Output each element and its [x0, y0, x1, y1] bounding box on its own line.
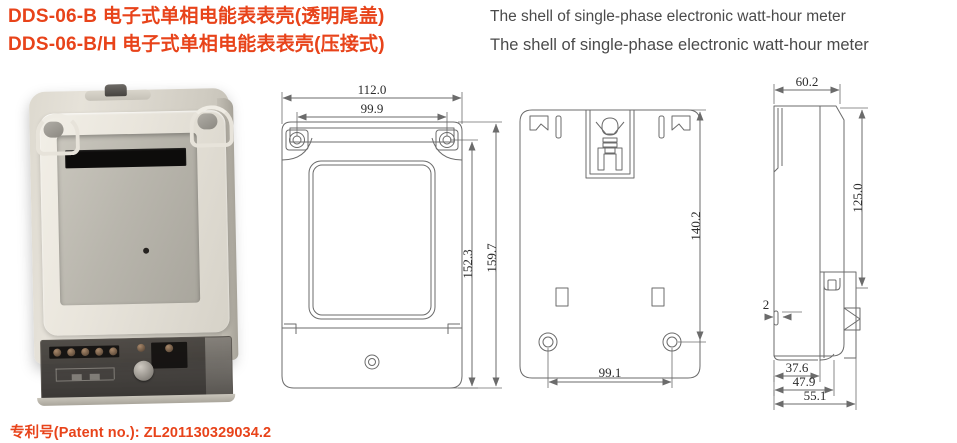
wiring-diagram-box [89, 373, 100, 380]
dim-front-width-mounting: 99.9 [361, 101, 384, 116]
terminal-fastener-knob [133, 360, 154, 381]
meter-lcd-panel [65, 147, 187, 169]
dim-front-height-mounting: 152.3 [460, 249, 475, 278]
seal-cap-left [43, 121, 64, 138]
product-photo [14, 82, 250, 408]
meter-top-seal-nub [104, 84, 127, 97]
technical-drawings-svg: 112.0 99.9 152.3 159.7 140.2 99.1 60.2 1… [281, 76, 868, 410]
wiring-diagram-box [71, 374, 82, 381]
side-view-outline [773, 105, 861, 361]
product-description-en-2: The shell of single-phase electronic wat… [490, 36, 869, 54]
side-view-dimensions [764, 84, 868, 410]
product-model-2: DDS-06-B/H 电子式单相电能表表壳(压接式) [8, 34, 385, 55]
seal-cap-right [197, 113, 218, 130]
front-view-outline [281, 121, 463, 389]
front-view-dimensions [281, 92, 502, 389]
dim-front-height-overall: 159.7 [484, 243, 499, 273]
patent-number: 专利号(Patent no.): ZL201130329034.2 [10, 425, 272, 441]
terminal-screw [67, 348, 76, 357]
dim-side-lip: 2 [763, 297, 770, 312]
dim-rear-height: 140.2 [688, 211, 703, 240]
dim-side-depth-inner: 37.6 [786, 360, 809, 375]
wiring-diagram-line [55, 367, 114, 370]
header-row-2: DDS-06-B/H 电子式单相电能表表壳(压接式) The shell of … [0, 32, 957, 62]
product-model-1: DDS-06-B 电子式单相电能表表壳(透明尾盖) [8, 6, 385, 27]
header-row-1: DDS-06-B 电子式单相电能表表壳(透明尾盖) The shell of s… [0, 4, 957, 34]
header: DDS-06-B 电子式单相电能表表壳(透明尾盖) The shell of s… [0, 0, 957, 64]
dim-side-depth-overall: 55.1 [804, 388, 827, 403]
dim-side-height-body: 125.0 [850, 183, 865, 212]
wiring-diagram-line [113, 367, 115, 380]
wiring-diagram-line [55, 379, 114, 382]
rear-view-outline [519, 109, 701, 379]
dim-side-depth-mid: 47.9 [793, 374, 816, 389]
technical-drawings: 112.0 99.9 152.3 159.7 140.2 99.1 60.2 1… [262, 76, 957, 412]
wiring-diagram-line [55, 368, 57, 381]
rear-view-dimensions [547, 109, 706, 388]
terminal-screw [137, 343, 146, 352]
dim-side-depth-body: 60.2 [796, 76, 819, 89]
dim-rear-width: 99.1 [599, 365, 622, 380]
meter-housing-illustration [11, 80, 254, 411]
meter-pulse-led [143, 247, 150, 254]
product-description-en-1: The shell of single-phase electronic wat… [490, 8, 846, 25]
dim-front-width-overall: 112.0 [358, 82, 387, 97]
